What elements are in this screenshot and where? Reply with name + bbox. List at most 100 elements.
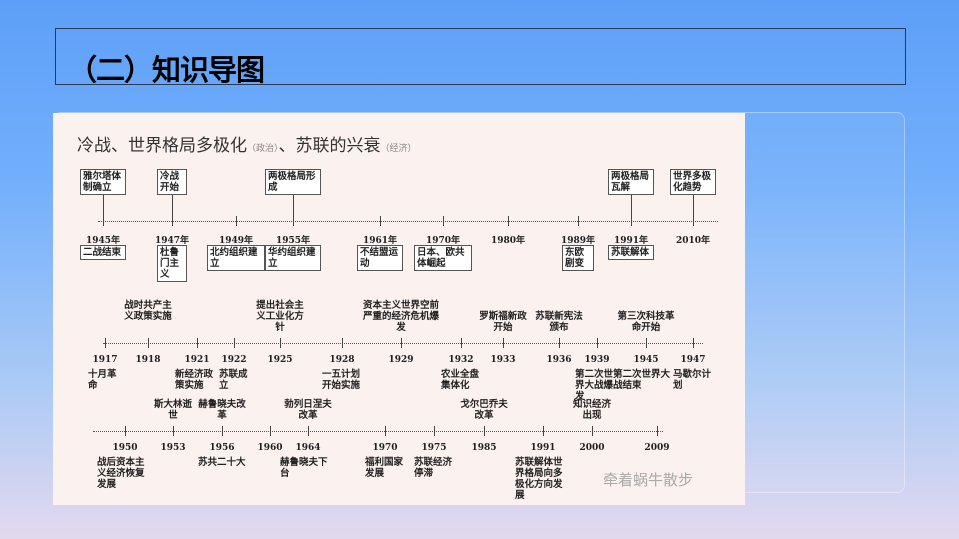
timeline-tick	[597, 338, 598, 348]
map-title: 冷战、世界格局多极化（政治）、苏联的兴衰（经济）	[77, 131, 417, 156]
event-above: 勃列日涅夫改革	[284, 399, 332, 421]
year-label: 1932	[448, 355, 474, 365]
map-title-sep: 、	[278, 136, 296, 156]
timeline-tick	[646, 338, 647, 348]
event-above: 苏联新宪法颁布	[535, 311, 583, 333]
event-below: 第二次世界大战爆发	[575, 369, 614, 402]
timeline-tick	[657, 426, 658, 436]
event-above: 资本主义世界空前严重的经济危机爆发	[362, 300, 439, 333]
timeline-tick	[484, 426, 485, 436]
timeline-tick	[508, 216, 509, 226]
timeline-tick	[308, 426, 309, 436]
timeline-tick	[125, 426, 126, 436]
timeline-tick	[342, 338, 343, 348]
year-label: 1950	[112, 443, 138, 453]
event-below: 一五计划开始实施	[322, 369, 361, 391]
timeline-tick	[543, 426, 544, 436]
timeline-axis	[103, 343, 703, 344]
timeline-tick	[443, 216, 444, 226]
map-title-note2: （经济）	[380, 144, 417, 154]
event-above: 戈尔巴乔夫改革	[460, 399, 508, 421]
event-below: 苏联解体	[608, 245, 654, 260]
event-below: 东欧剧变	[562, 245, 594, 271]
year-label: 1980年	[490, 236, 526, 246]
timeline-tick	[173, 426, 174, 436]
event-below: 农业全盘集体化	[441, 369, 480, 391]
title-box: （二）知识导图	[55, 28, 906, 87]
event-above: 两极格局形成	[265, 169, 321, 195]
event-below: 赫鲁晓夫下台	[280, 457, 328, 479]
year-label: 1960	[257, 443, 283, 453]
event-above: 战时共产主义政策实施	[124, 300, 172, 322]
year-label: 1956	[209, 443, 235, 453]
timeline-tick	[559, 338, 560, 348]
timeline-tick	[270, 426, 271, 436]
event-above: 第三次科技革命开始	[617, 311, 675, 333]
year-label: 2010年	[675, 236, 711, 246]
year-label: 1991	[530, 443, 556, 453]
timeline-tick	[631, 216, 632, 226]
watermark: 牵着蜗牛散步	[603, 471, 694, 489]
year-label: 1964	[295, 443, 321, 453]
timeline-tick	[503, 338, 504, 348]
event-below: 福利国家发展	[365, 457, 404, 479]
event-above: 知识经济出现	[572, 399, 611, 421]
year-label: 1949年	[218, 236, 254, 246]
event-below: 华约组织建立	[265, 245, 321, 271]
year-label: 1936	[546, 355, 572, 365]
year-label: 1991年	[613, 236, 649, 246]
timeline-tick	[172, 216, 173, 226]
timeline-tick	[105, 338, 106, 348]
year-label: 1975	[421, 443, 447, 453]
map-title-part1: 冷战、世界格局多极化	[77, 136, 247, 156]
event-below: 新经济政策实施	[175, 369, 214, 391]
year-label: 2000	[579, 443, 605, 453]
event-above: 世界多极化趋势	[670, 169, 716, 195]
map-title-note1: （政治）	[247, 144, 279, 154]
timeline-tick	[693, 338, 694, 348]
event-below: 马歇尔计划	[673, 369, 712, 391]
event-below: 苏共二十大	[198, 457, 246, 468]
event-connector	[103, 195, 104, 221]
timeline-axis	[98, 221, 718, 222]
event-above: 赫鲁晓夫改革	[198, 399, 246, 421]
event-below: 十月革命	[88, 369, 117, 391]
timeline-tick	[693, 216, 694, 226]
year-label: 1945	[633, 355, 659, 365]
year-label: 1925	[267, 355, 293, 365]
year-label: 1985	[471, 443, 497, 453]
timeline-tick	[578, 216, 579, 226]
timeline-tick	[401, 338, 402, 348]
event-below: 苏联经济停滞	[414, 457, 453, 479]
knowledge-map-image: 冷战、世界格局多极化（政治）、苏联的兴衰（经济） 牵着蜗牛散步 1945年二战结…	[53, 113, 745, 505]
event-below: 不结盟运动	[357, 245, 403, 271]
year-label: 2009	[644, 443, 670, 453]
timeline-tick	[385, 426, 386, 436]
year-label: 1955年	[275, 236, 311, 246]
event-connector	[693, 195, 694, 221]
year-label: 1970	[372, 443, 398, 453]
event-below: 北约组织建立	[207, 245, 265, 271]
event-below: 二战结束	[80, 245, 126, 260]
timeline-tick	[103, 216, 104, 226]
timeline-tick	[280, 338, 281, 348]
year-label: 1939	[584, 355, 610, 365]
year-label: 1947	[680, 355, 706, 365]
timeline-tick	[234, 338, 235, 348]
year-label: 1922	[221, 355, 247, 365]
event-above: 冷战开始	[157, 169, 187, 195]
event-above: 两极格局瓦解	[608, 169, 654, 195]
timeline-tick	[380, 216, 381, 226]
event-above: 罗斯福新政开始	[479, 311, 527, 333]
event-above: 雅尔塔体制确立	[80, 169, 126, 195]
year-label: 1953	[160, 443, 186, 453]
map-title-part2: 苏联的兴衰	[295, 136, 381, 156]
year-label: 1961年	[362, 236, 398, 246]
timeline-tick	[148, 338, 149, 348]
event-below: 杜鲁门主义	[157, 245, 187, 282]
event-below: 日本、欧共体崛起	[414, 245, 472, 271]
year-label: 1929	[388, 355, 414, 365]
event-connector	[293, 195, 294, 221]
timeline-tick	[434, 426, 435, 436]
timeline-tick	[236, 216, 237, 226]
